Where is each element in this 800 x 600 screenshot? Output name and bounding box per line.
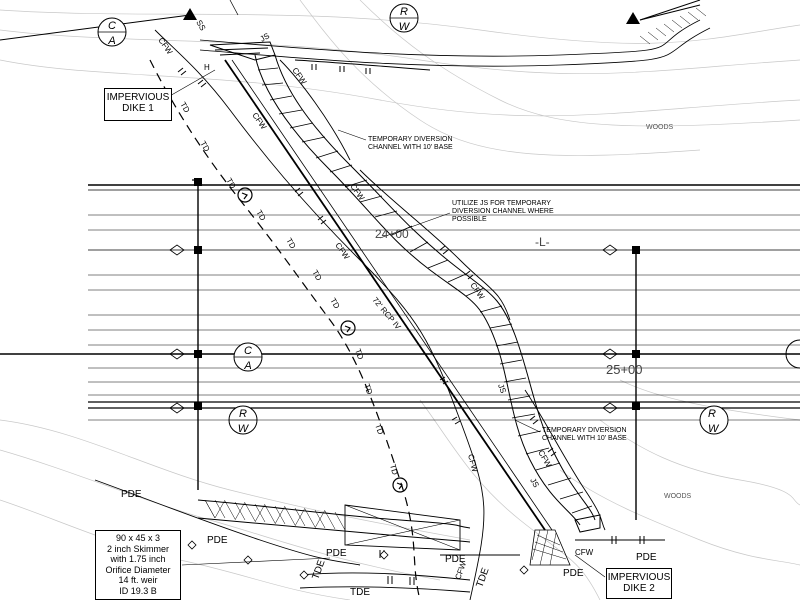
note-skimmer-line1: 90 x 45 x 3 <box>115 533 161 543</box>
outlet-arrows <box>241 192 403 490</box>
pde-labels: PDE PDE PDE PDE PDE PDE TDE TDE TDE <box>121 489 657 598</box>
ca-mid-c: C <box>244 345 252 357</box>
td-label-11: TD <box>388 463 400 476</box>
tde-label-2: TDE <box>310 558 327 581</box>
cfw-label-6: CFW <box>333 241 351 261</box>
leader-lines <box>167 69 606 578</box>
channel-segments <box>257 67 593 514</box>
woods-label-top: WOODS <box>646 124 674 131</box>
top-benchmark-left <box>183 8 197 20</box>
note-js-line1: UTILIZE JS FOR TEMPORARY <box>452 200 551 207</box>
note-dike2: IMPERVIOUS DIKE 2 <box>606 568 672 599</box>
cfw-label-4: CFW <box>468 281 486 301</box>
outlet-symbols <box>237 187 408 493</box>
alignment-label: -L- <box>535 235 550 249</box>
note-div-top-line2: CHANNEL WITH 10' BASE <box>368 144 453 151</box>
tde-label-3: TDE <box>474 566 491 589</box>
diamond-markers <box>169 244 618 414</box>
cfw-label-5: CFW <box>250 111 268 131</box>
inlet-structure <box>209 41 276 61</box>
note-skimmer-line4: Orifice Diameter <box>105 564 171 575</box>
pipe-lines <box>224 59 553 531</box>
ca-top-c: C <box>108 20 116 32</box>
cfw-label-9: CFW <box>575 548 594 557</box>
pde-label-2: PDE <box>207 535 228 546</box>
pde-label-6: PDE <box>636 552 657 563</box>
temporary-dike-line <box>149 59 421 600</box>
note-dike1-line2: DIKE 1 <box>122 103 154 114</box>
pde-label-3: PDE <box>326 548 347 559</box>
rw-right-r: R <box>708 408 716 420</box>
silt-fence-ticks <box>177 64 645 544</box>
td-label-6: TD <box>310 269 323 283</box>
js-label-2: JS <box>528 477 540 490</box>
note-dike1: IMPERVIOUS DIKE 1 <box>104 88 172 121</box>
note-dike2-line2: DIKE 2 <box>623 583 655 594</box>
note-js-utilize: UTILIZE JS FOR TEMPORARY DIVERSION CHANN… <box>452 200 554 223</box>
station-upper: 24+00 <box>375 227 409 241</box>
woods-label-bottom: WOODS <box>664 493 692 500</box>
td-label-9: TD <box>362 383 374 396</box>
note-div-bot-line2: CHANNEL WITH 10' BASE <box>542 435 627 442</box>
note-div-bot-line1: TEMPORARY DIVERSION <box>542 427 627 434</box>
note-dike2-line1: IMPERVIOUS <box>607 572 671 583</box>
dike2-hatch <box>529 529 571 566</box>
rw-top-r: R <box>400 6 408 18</box>
line-labels: SS H CFW CFW CFW CFW CFW CFW CFW CFW CFW… <box>156 19 593 581</box>
note-skimmer-line6: ID 19.3 B <box>119 585 157 596</box>
channel-end <box>574 514 601 533</box>
js-label-1: JS <box>496 383 508 395</box>
silt-fence-lines <box>154 29 665 600</box>
note-js-line3: POSSIBLE <box>452 216 487 223</box>
td-label-5: TD <box>284 237 297 251</box>
cfw-label-1: CFW <box>156 36 174 56</box>
note-skimmer-line5: 14 ft. weir <box>118 575 158 585</box>
ss-label: SS <box>194 19 207 33</box>
top-benchmark-right <box>626 12 640 24</box>
note-skimmer: 90 x 45 x 3 2 inch Skimmer with 1.75 inc… <box>95 530 181 600</box>
td-label-7: TD <box>328 297 341 311</box>
ca-top-a: A <box>107 35 115 47</box>
ca-marker-mid: C A <box>233 342 263 372</box>
basin-hatch <box>204 499 346 531</box>
rw-mid-w: W <box>238 423 250 435</box>
td-label-3: TD <box>224 177 237 191</box>
pde-label-1: PDE <box>121 489 142 500</box>
top-road <box>0 0 711 67</box>
rw-marker-mid: R W <box>228 405 258 435</box>
perimeter-dike-lines <box>94 479 520 593</box>
h-label: H <box>204 63 210 72</box>
rw-right-w: W <box>708 423 720 435</box>
station-lower: 25+00 <box>606 362 643 377</box>
rw-mid-r: R <box>239 408 247 420</box>
js-label-3: JS <box>259 31 272 43</box>
cfw-label-8: CFW <box>466 453 480 473</box>
note-diversion-top: TEMPORARY DIVERSION CHANNEL WITH 10' BAS… <box>368 136 453 151</box>
pde-label-5: PDE <box>563 568 584 579</box>
td-label-10: TD <box>373 423 385 436</box>
ca-marker-top: C A <box>97 17 127 47</box>
td-label-1: TD <box>178 101 191 115</box>
rw-marker-right: R W <box>699 405 729 435</box>
note-skimmer-line3: with 1.75 inch <box>110 554 166 564</box>
cfw-label-2: CFW <box>290 66 308 86</box>
ca-mid-a: A <box>243 360 251 372</box>
ca-marker-right-edge <box>785 339 800 369</box>
tde-label-1: TDE <box>350 587 370 598</box>
note-skimmer-line2: 2 inch Skimmer <box>106 543 169 554</box>
station-ticks <box>194 178 640 410</box>
td-label-8: TD <box>353 348 365 361</box>
td-label-2: TD <box>198 140 211 154</box>
top-road-hatch <box>639 7 707 45</box>
rw-top-w: W <box>399 21 411 33</box>
note-div-top-line1: TEMPORARY DIVERSION <box>368 136 453 143</box>
note-js-line2: DIVERSION CHANNEL WHERE <box>452 208 554 215</box>
note-diversion-bottom: TEMPORARY DIVERSION CHANNEL WITH 10' BAS… <box>542 427 627 442</box>
sediment-basin <box>197 499 471 551</box>
rw-marker-top: R W <box>389 3 419 33</box>
td-label-4: TD <box>254 209 267 223</box>
note-dike1-line1: IMPERVIOUS <box>106 92 170 103</box>
pde-label-4: PDE <box>445 554 466 565</box>
